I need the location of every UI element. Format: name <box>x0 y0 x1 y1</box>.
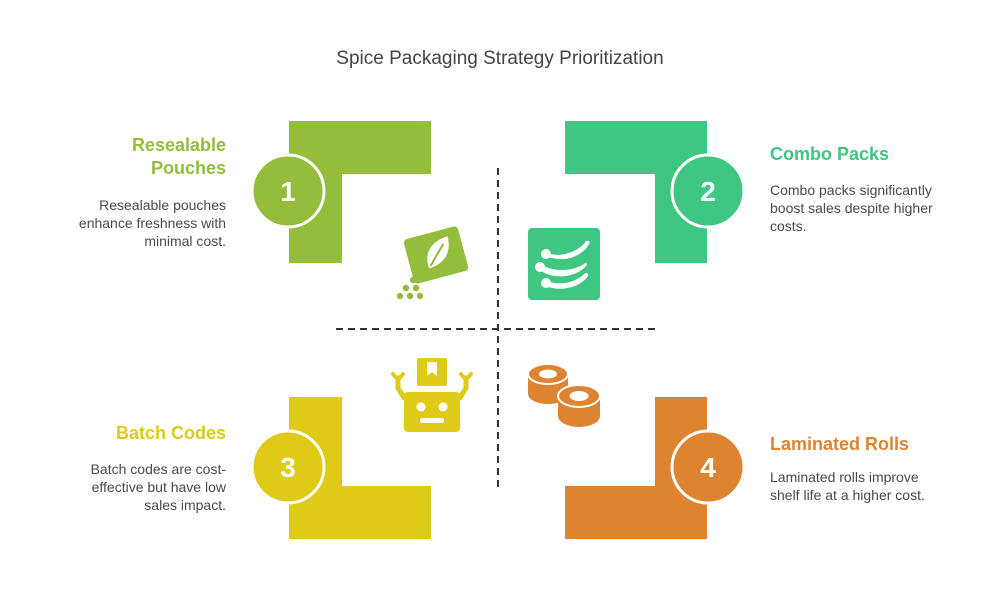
quadrant-2-description-line: costs. <box>770 218 807 234</box>
quadrant-1-description-line: Resealable pouches <box>99 197 226 213</box>
number-badge-4: 4 <box>670 429 746 505</box>
quadrant-4-description: Laminated rolls improve shelf life at a … <box>770 468 980 504</box>
quadrant-1-heading: Resealable Pouches <box>60 134 226 180</box>
quadrant-4-shape <box>565 397 707 539</box>
quadrant-3-heading: Batch Codes <box>40 422 226 445</box>
quadrant-2-description-line: boost sales despite higher <box>770 200 933 216</box>
chili-peppers-icon <box>528 228 600 300</box>
quadrant-1-heading-line: Pouches <box>150 158 226 178</box>
quadrant-3-description-line: sales impact. <box>144 497 226 513</box>
quadrant-3-shape <box>289 397 431 539</box>
quadrant-1-heading-line: Resealable <box>131 135 226 155</box>
seed-packet-icon <box>396 226 469 300</box>
quadrant-3-heading-line: Batch Codes <box>115 423 226 443</box>
quadrant-4-heading: Laminated Rolls <box>770 433 980 456</box>
number-1: 1 <box>280 176 296 207</box>
number-3: 3 <box>280 452 296 483</box>
number-badge-3: 3 <box>250 429 326 505</box>
quadrant-2-shape <box>565 121 707 263</box>
quadrant-1-description: Resealable pouches enhance freshness wit… <box>40 196 226 250</box>
quadrant-1-shape <box>289 121 431 263</box>
quadrant-4-description-line: Laminated rolls improve <box>770 469 919 485</box>
quadrant-3-description: Batch codes are cost- effective but have… <box>40 460 226 514</box>
quadrant-1-description-line: minimal cost. <box>144 233 226 249</box>
number-badge-2: 2 <box>670 153 746 229</box>
quadrant-2-heading-line: Combo Packs <box>770 144 890 164</box>
packaging-robot-icon <box>391 358 473 432</box>
quadrant-3-description-line: Batch codes are cost- <box>90 461 226 477</box>
number-2: 2 <box>700 176 716 207</box>
quadrant-4-heading-line: Laminated Rolls <box>770 434 910 454</box>
quadrant-1-description-line: enhance freshness with <box>78 215 226 231</box>
quadrant-3-description-line: effective but have low <box>91 479 226 495</box>
quadrant-4-description-line: shelf life at a higher cost. <box>770 487 925 503</box>
number-4: 4 <box>700 452 716 483</box>
diagram-title: Spice Packaging Strategy Prioritization <box>336 48 664 69</box>
number-badge-1: 1 <box>250 153 326 229</box>
quadrant-2-heading: Combo Packs <box>770 143 980 166</box>
quadrant-2-description-line: Combo packs significantly <box>770 182 932 198</box>
laminated-rolls-icon <box>527 363 601 427</box>
quadrant-2-description: Combo packs significantly boost sales de… <box>770 181 980 235</box>
